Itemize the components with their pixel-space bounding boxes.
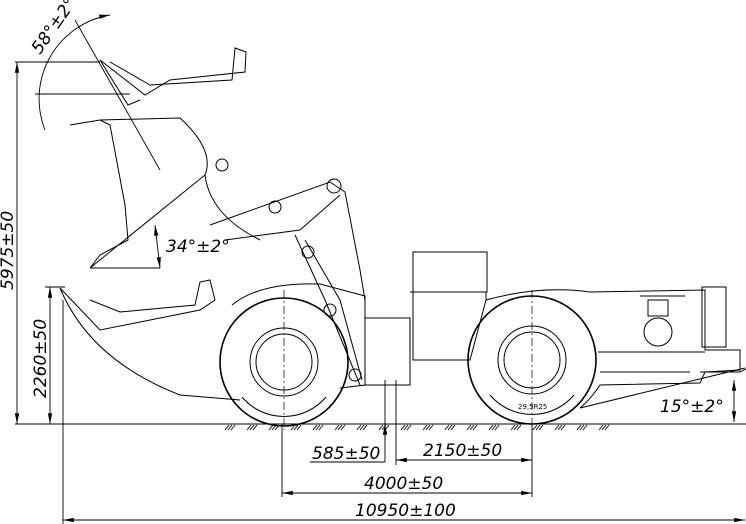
rear-wheel: 29,5R25 (467, 290, 597, 430)
ground-hatch-mark (444, 424, 450, 431)
overall-height-label: 5975±50 (0, 211, 18, 290)
overall-length-label: 10950±100 (355, 501, 456, 521)
ground-line (15, 423, 746, 431)
ground-hatch-mark (252, 424, 258, 431)
ground-hatch-mark (560, 424, 566, 431)
ground-hatch-mark (378, 424, 384, 431)
ground-hatch-mark (428, 424, 434, 431)
overall-height-dimension: 5975±50 (0, 61, 100, 424)
ground-hatch-mark (403, 424, 409, 431)
axle-center-dimension: 2150±50 (395, 380, 532, 465)
ground-hatch-mark (337, 424, 343, 431)
ground-hatch-mark (582, 424, 588, 431)
ground-hatch-mark (400, 424, 406, 431)
dump-angle-annotation: 58°±2° (28, 0, 161, 171)
ground-hatch-mark (425, 424, 431, 431)
departure-angle-annotation: 15°±2° (660, 380, 737, 422)
ground-hatch-mark (579, 424, 585, 431)
dump-angle-label: 58°±2° (28, 0, 81, 58)
ground-hatch-mark (296, 424, 302, 431)
ground-hatch-mark (359, 424, 365, 431)
ground-hatch-mark (488, 424, 494, 431)
wheelbase-label: 4000±50 (364, 474, 443, 494)
ground-hatch-mark (604, 424, 610, 431)
loader-boom (209, 158, 366, 386)
ground-hatch-mark (576, 424, 582, 431)
ground-hatch-mark (340, 424, 346, 431)
pin-height-dimension: 2260±50 (31, 286, 65, 424)
bucket-ground-position (59, 279, 241, 401)
axle-center-label: 2150±50 (423, 441, 502, 461)
rollback-angle-annotation: 34°±2° (154, 224, 230, 269)
ground-hatch-mark (532, 424, 538, 431)
ground-hatch-mark (312, 424, 318, 431)
departure-angle-label: 15°±2° (660, 397, 724, 417)
front-wheel (219, 290, 349, 430)
ground-hatch-mark (557, 424, 563, 431)
pin-height-label: 2260±50 (31, 319, 51, 398)
ground-hatch-mark (224, 424, 230, 431)
ground-hatch-mark (227, 424, 233, 431)
ground-hatch-mark (406, 424, 412, 431)
wheelbase-dimension: 4000±50 (281, 424, 533, 497)
bucket-dump-position (99, 47, 247, 106)
ground-hatch-mark (246, 424, 252, 431)
ground-hatch-mark (362, 424, 368, 431)
ground-hatch-mark (466, 424, 472, 431)
ground-hatch-mark (510, 424, 516, 431)
ground-hatch-mark (422, 424, 428, 431)
ground-hatch-mark (494, 424, 500, 431)
overall-length-dimension: 10950±100 (62, 300, 745, 524)
bucket-rollback-position (69, 117, 261, 269)
ground-hatch-mark (598, 424, 604, 431)
tire-size-label: 29,5R25 (518, 403, 547, 411)
rollback-angle-label: 34°±2° (166, 237, 230, 257)
ground-hatch-mark (554, 424, 560, 431)
ground-hatch-mark (601, 424, 607, 431)
loader-body (231, 251, 746, 409)
ground-hatch-mark (538, 424, 544, 431)
ground-hatch-mark (315, 424, 321, 431)
ground-hatch-mark (513, 424, 519, 431)
ground-hatch-mark (516, 424, 522, 431)
ground-hatch-mark (469, 424, 475, 431)
ground-hatch-mark (472, 424, 478, 431)
front-overhang-label: 585±50 (312, 444, 380, 464)
ground-hatch-mark (491, 424, 497, 431)
ground-hatch-mark (334, 424, 340, 431)
ground-hatch-mark (318, 424, 324, 431)
ground-hatch-mark (249, 424, 255, 431)
ground-hatch-mark (450, 424, 456, 431)
ground-hatch-mark (230, 424, 236, 431)
ground-hatch-mark (447, 424, 453, 431)
ground-hatch-mark (293, 424, 299, 431)
ground-hatch-mark (535, 424, 541, 431)
ground-hatch-mark (356, 424, 362, 431)
ground-hatch-mark (268, 424, 274, 431)
front-overhang-dimension: 585±50 (310, 380, 388, 464)
